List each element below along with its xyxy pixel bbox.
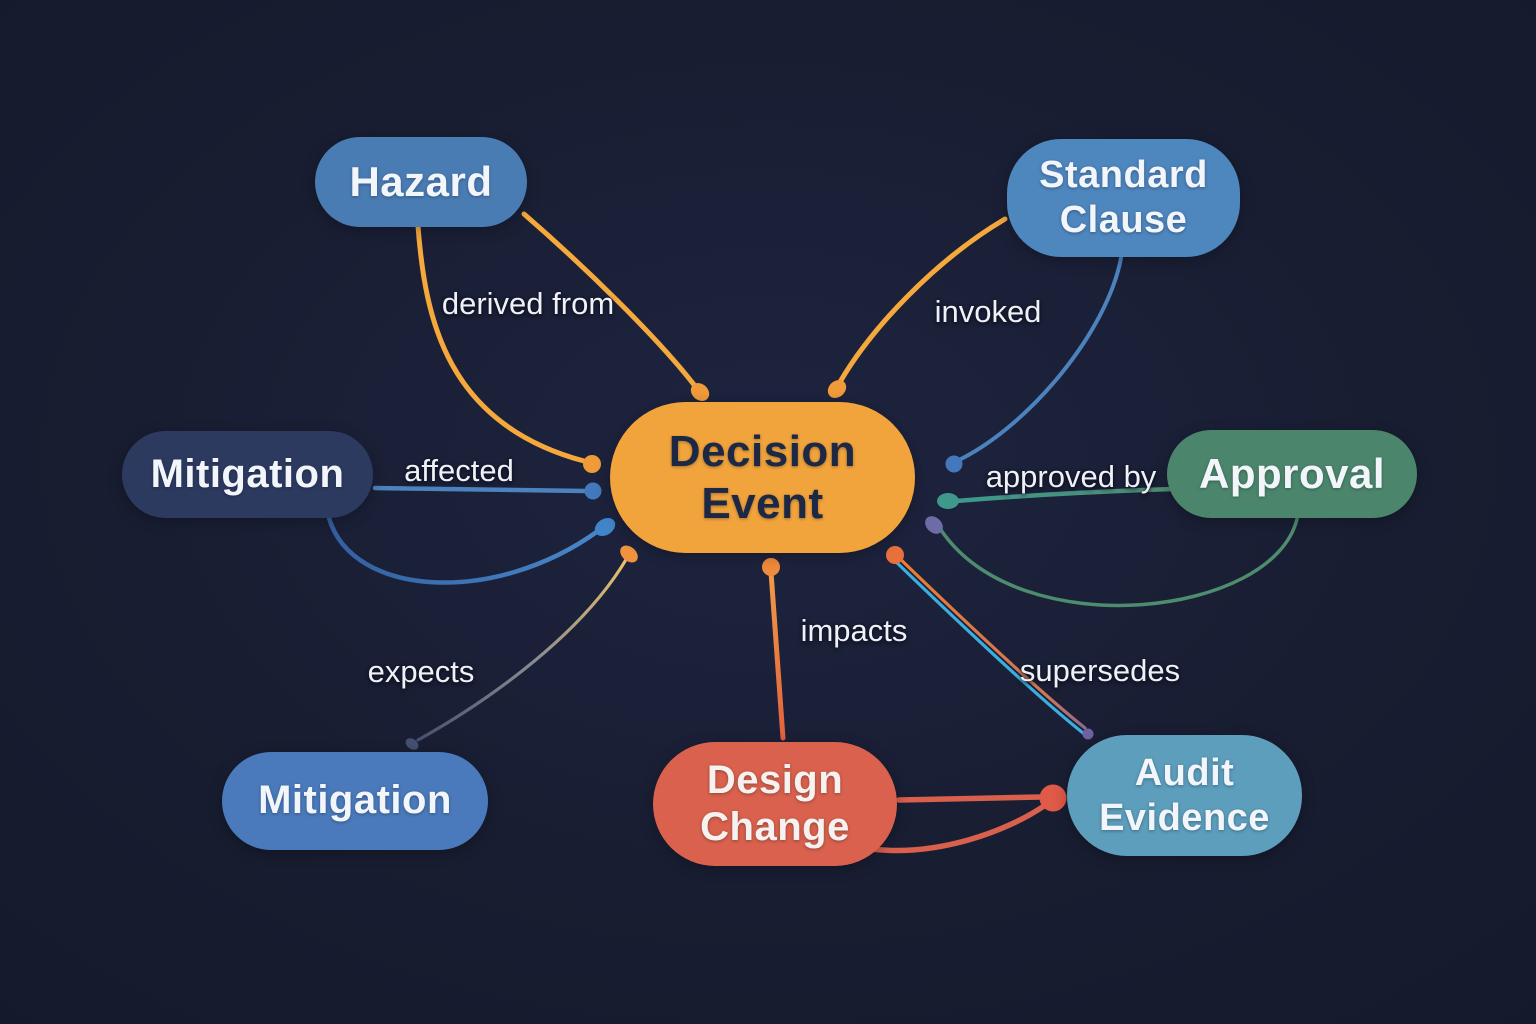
endpoint-dot-impacts (762, 558, 780, 576)
endpoint-dot-invoked (827, 380, 847, 398)
edge-label-invoked: invoked (934, 294, 1042, 329)
endpoint-dot-supersedes-end (1082, 728, 1094, 740)
node-approval-label: Approval (1198, 450, 1386, 498)
endpoint-dot-affected (584, 482, 602, 500)
node-approval: Approval (1167, 430, 1417, 518)
endpoint-dot-mitigation-loop (594, 518, 616, 536)
edge-label-supersedes: supersedes (1019, 653, 1181, 688)
node-design-change-label: Design Change (700, 757, 850, 849)
edge-standard-clause-link (959, 256, 1123, 461)
edge-expects (416, 556, 629, 742)
node-hazard-label: Hazard (349, 158, 493, 206)
endpoint-dot-approved-by (937, 493, 959, 509)
node-standard-clause-label: Standard Clause (1039, 154, 1208, 241)
node-mitigation-bottom: Mitigation (222, 752, 488, 850)
node-decision-event: Decision Event (610, 402, 915, 553)
endpoint-dot-standard-link (945, 455, 963, 473)
node-hazard: Hazard (315, 137, 527, 227)
edge-invoked (837, 216, 1008, 385)
endpoint-dot-supersedes-start (886, 546, 904, 564)
node-standard-clause: Standard Clause (1007, 139, 1240, 257)
edge-design-audit-curve (868, 803, 1047, 854)
node-mitigation-bottom-label: Mitigation (258, 778, 452, 823)
endpoint-dot-design-audit-junction (1039, 784, 1067, 812)
edge-supersedes-cyan (890, 556, 1085, 735)
node-mitigation-left-label: Mitigation (150, 451, 345, 496)
node-audit-evidence: Audit Evidence (1067, 735, 1302, 856)
edge-approval-loop (939, 517, 1299, 608)
edge-derived-from-left (415, 223, 587, 464)
endpoint-dot-derived-right (690, 383, 710, 401)
edge-impacts (768, 569, 786, 741)
edge-supersedes-orange (892, 551, 1087, 730)
edge-derived-from-right (521, 211, 698, 389)
endpoint-dot-derived-left (583, 455, 601, 473)
edge-affected (372, 485, 589, 494)
node-decision-event-label: Decision Event (668, 426, 857, 528)
endpoint-dot-expects-start (620, 545, 638, 563)
node-audit-evidence-label: Audit Evidence (1099, 751, 1270, 839)
edge-mitigation-loop (326, 515, 601, 585)
edge-label-affected: affected (404, 453, 514, 488)
edge-design-audit-straight (896, 794, 1044, 803)
endpoint-dot-approval-loop (925, 516, 943, 534)
node-design-change: Design Change (653, 742, 897, 866)
edge-approved-by (953, 486, 1177, 504)
edge-label-approved-by: approved by (985, 459, 1157, 494)
edge-label-impacts: impacts (800, 613, 908, 648)
node-mitigation-left: Mitigation (122, 431, 373, 518)
endpoint-dot-expects-end (405, 738, 419, 750)
edge-label-derived-from: derived from (441, 286, 615, 321)
edge-label-expects: expects (367, 654, 475, 689)
